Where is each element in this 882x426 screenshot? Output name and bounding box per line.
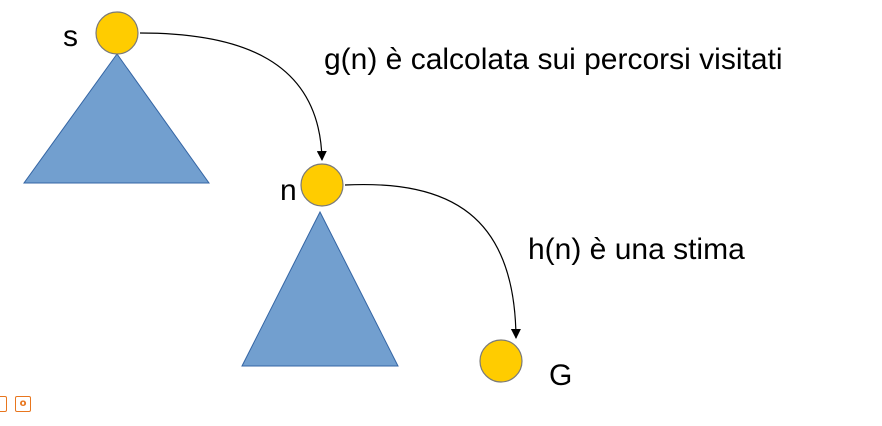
node-s: [95, 11, 139, 55]
orange-circle-icon[interactable]: o: [15, 396, 31, 412]
edge-s-to-n: [139, 32, 327, 161]
edge-n-to-goal: [344, 183, 521, 339]
node-goal-label: G: [549, 359, 573, 392]
node-n: [300, 163, 344, 207]
node-goal: [479, 339, 523, 383]
orange-square-icon[interactable]: [0, 396, 7, 412]
edge-s-n-label: g(n) è calcolata sui percorsi visitati: [324, 43, 783, 76]
subtree-s-triangle: [23, 53, 210, 184]
node-s-label: s: [63, 20, 78, 53]
edge-n-goal-label: h(n) è una stima: [528, 233, 745, 266]
subtree-n-triangle: [241, 210, 399, 367]
node-n-label: n: [280, 174, 297, 207]
